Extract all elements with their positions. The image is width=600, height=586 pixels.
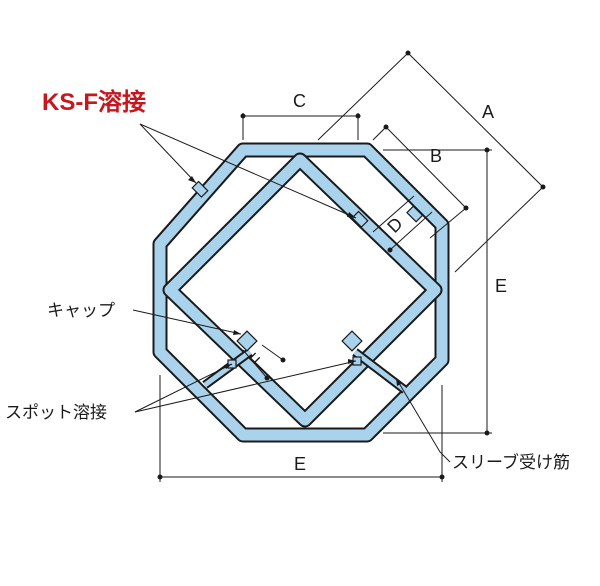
octagon-hoop: [152, 142, 450, 443]
dimension-c-label: C: [293, 91, 306, 111]
dimension-c: C: [240, 91, 361, 140]
dimension-a-label: A: [482, 102, 494, 122]
sleeve-bar-label: スリーブ受け筋: [452, 452, 570, 472]
diamond-hoop: [162, 152, 443, 428]
spot-weld-leaders: [134, 359, 357, 413]
ksf-weld-label: KS-F溶接: [42, 88, 146, 116]
dimension-e-right-label: E: [495, 276, 507, 296]
dimension-e-right: E: [383, 147, 507, 436]
cap-marks: [236, 330, 363, 352]
spot-weld-label: スポット溶接: [5, 403, 107, 422]
cap-leader: [132, 309, 242, 335]
cap-label: キャップ: [47, 301, 115, 320]
ksf-weld-marks: [191, 180, 424, 228]
dimension-a: A: [317, 50, 546, 273]
dimension-b-label: B: [430, 146, 442, 166]
sleeve-bar-leader: [395, 377, 451, 463]
ksf-weld-leaders: [139, 123, 357, 219]
dimension-b: B: [372, 124, 469, 239]
dimension-e-bottom: E: [157, 375, 445, 482]
dimension-e-bottom-label: E: [294, 454, 306, 474]
